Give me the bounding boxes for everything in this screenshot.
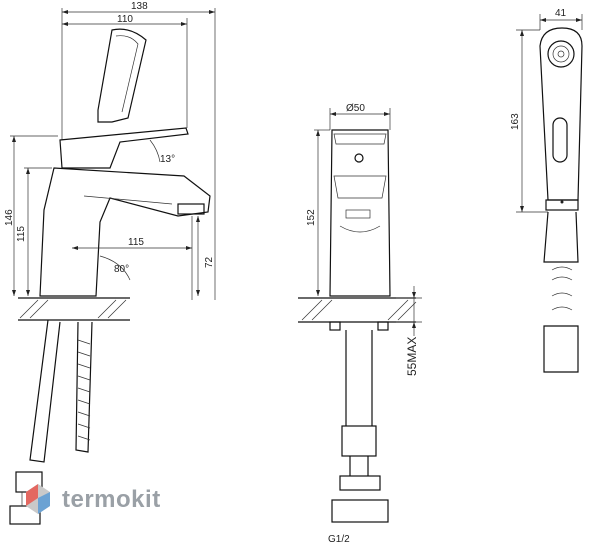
dim-163: 163 (510, 113, 521, 130)
dim-152: 152 (306, 209, 317, 226)
dim-13deg: 13° (160, 154, 175, 165)
dim-138: 138 (131, 1, 148, 12)
dim-115-vertical: 115 (16, 226, 27, 242)
dim-80deg: 80° (114, 264, 129, 275)
front-view: Ø50 152 55MAX (298, 103, 422, 545)
dim-72: 72 (204, 256, 215, 268)
dim-146: 146 (4, 209, 15, 226)
dim-g-1-2: G1/2 (328, 534, 350, 545)
side-view: 138 110 146 115 115 72 (4, 1, 216, 525)
termokit-logo-text: termokit (62, 486, 161, 513)
dim-115-horizontal: 115 (128, 237, 144, 248)
dim-110: 110 (117, 14, 133, 25)
dim-41: 41 (555, 8, 567, 19)
dim-55max: 55MAX (405, 337, 419, 376)
dim-diameter-50: Ø50 (346, 103, 365, 114)
hand-shower-view: 41 163 (510, 8, 583, 373)
termokit-logo-icon (26, 484, 50, 514)
